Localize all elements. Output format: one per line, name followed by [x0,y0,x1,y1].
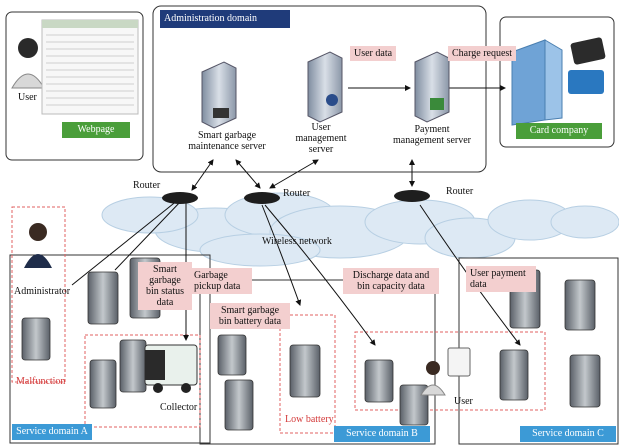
collector-truck-icon [144,344,198,393]
card-company-tag: Card company [516,123,602,139]
router-icons [162,190,430,204]
webpage-tag: Webpage [62,122,130,138]
card-company-building-icon [511,37,606,126]
user-management-server-label: User management server [295,122,347,155]
charge-request-label: Charge request [448,46,517,61]
payment-terminal-icon [447,347,471,377]
domain-b-user-person-icon [420,361,446,396]
service-domain-a-tag: Service domain A [12,424,92,440]
webpage-screenshot [41,19,139,115]
user-label: User [454,396,473,407]
administration-domain-title: Administration domain [164,13,258,24]
malfunction-label: Malfunction [16,376,66,387]
router-right-label: Router [446,186,474,197]
garbage-pickup-data-label: Garbage pickup data [190,268,252,294]
user-data-label: User data [350,46,397,61]
administrator-person-icon [24,223,52,268]
webpage-user-person-icon [11,38,45,89]
router-middle-label: Router [283,188,311,199]
payment-management-server-icon [414,51,450,123]
payment-management-server-label: Payment management server [392,124,472,146]
collector-label: Collector [160,402,198,413]
administrator-label: Administrator [14,286,71,297]
bin-status-data-label: Smart garbage bin status data [138,262,192,310]
wireless-network-cloud [101,192,619,267]
bin-battery-data-label: Smart garbage bin battery data [210,303,290,329]
user-payment-data-label: User payment data [466,266,536,292]
service-domain-c-tag: Service domain C [520,426,616,442]
router-left-label: Router [133,180,161,191]
low-battery-label: Low battery [285,414,334,425]
discharge-capacity-data-label: Discharge data and bin capacity data [343,268,439,294]
webpage-user-label: User [18,92,37,103]
wireless-network-label: Wireless network [262,236,332,247]
smart-garbage-server-icon [201,61,237,129]
smart-garbage-server-label: Smart garbage maintenance server [188,130,266,152]
user-management-server-icon [307,51,343,123]
service-domain-b-tag: Service domain B [334,426,430,442]
